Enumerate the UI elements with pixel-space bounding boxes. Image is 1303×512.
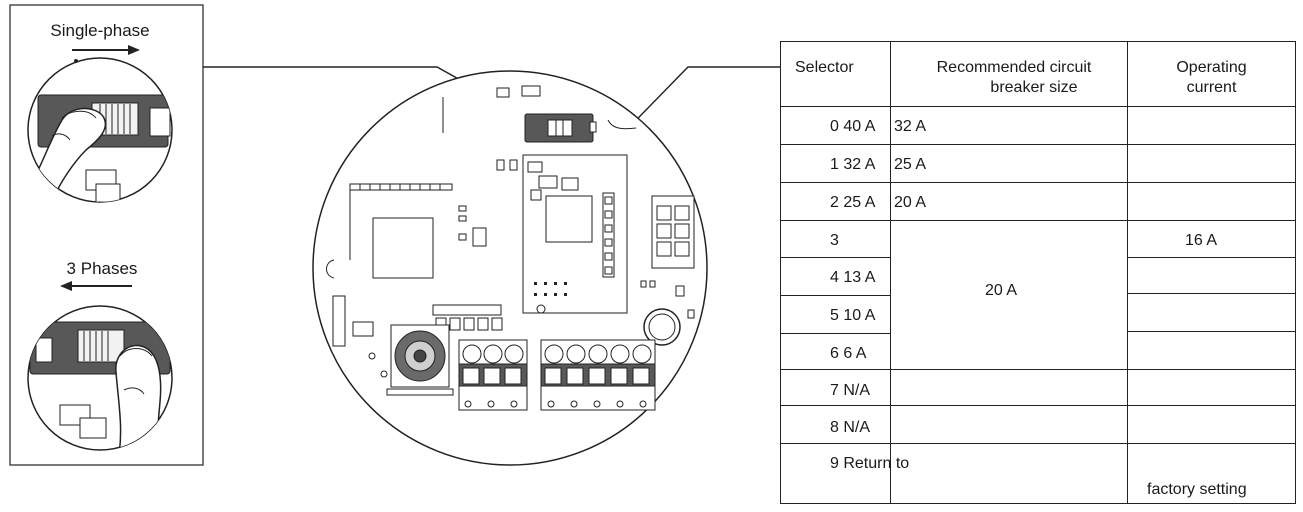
- terminal-block-left: [458, 339, 528, 411]
- header-breaker-line2: breaker size: [990, 79, 1078, 96]
- row-selector: 6 6 A: [830, 345, 867, 362]
- header-selector: Selector: [795, 59, 854, 76]
- row-selector: 1 32 A: [830, 156, 876, 173]
- rotary-selector: [386, 324, 454, 396]
- row-selector: 4 13 A: [830, 269, 876, 286]
- row-selector: 0 40 A: [830, 118, 876, 135]
- row-breaker: 25 A: [894, 156, 927, 173]
- row-selector: 8 N/A: [830, 419, 871, 436]
- header-breaker: Recommended circuit breaker size: [892, 58, 1126, 98]
- header-breaker-line1: Recommended circuit: [936, 59, 1092, 76]
- arrow-left-icon: [60, 281, 132, 291]
- row-breaker: 32 A: [894, 118, 927, 135]
- terminal-block-right: [540, 339, 656, 411]
- board-phase-switch: [524, 113, 597, 143]
- row-selector: 2 25 A: [830, 194, 876, 211]
- switch-magnifier-single-phase: [27, 57, 173, 203]
- circuit-board: [312, 70, 708, 466]
- row-selector: 3: [830, 232, 839, 249]
- arrow-right-icon: [72, 45, 140, 55]
- row-current: factory setting: [1147, 481, 1247, 498]
- header-current-line1: Operating: [1176, 59, 1247, 76]
- row-selector: 5 10 A: [830, 307, 876, 324]
- merged-breaker-value: 20 A: [985, 282, 1018, 299]
- row-current: 16 A: [1185, 232, 1218, 249]
- header-current-line2: current: [1186, 79, 1237, 96]
- row-selector: 9 Return to: [830, 455, 910, 472]
- row-selector: 7 N/A: [830, 382, 871, 399]
- single-phase-label: Single-phase: [50, 21, 149, 40]
- three-phases-label: 3 Phases: [67, 259, 138, 278]
- header-current: Operating current: [1128, 58, 1295, 98]
- row-breaker: 20 A: [894, 194, 927, 211]
- selector-table: Selector Recommended circuit breaker siz…: [780, 41, 1297, 505]
